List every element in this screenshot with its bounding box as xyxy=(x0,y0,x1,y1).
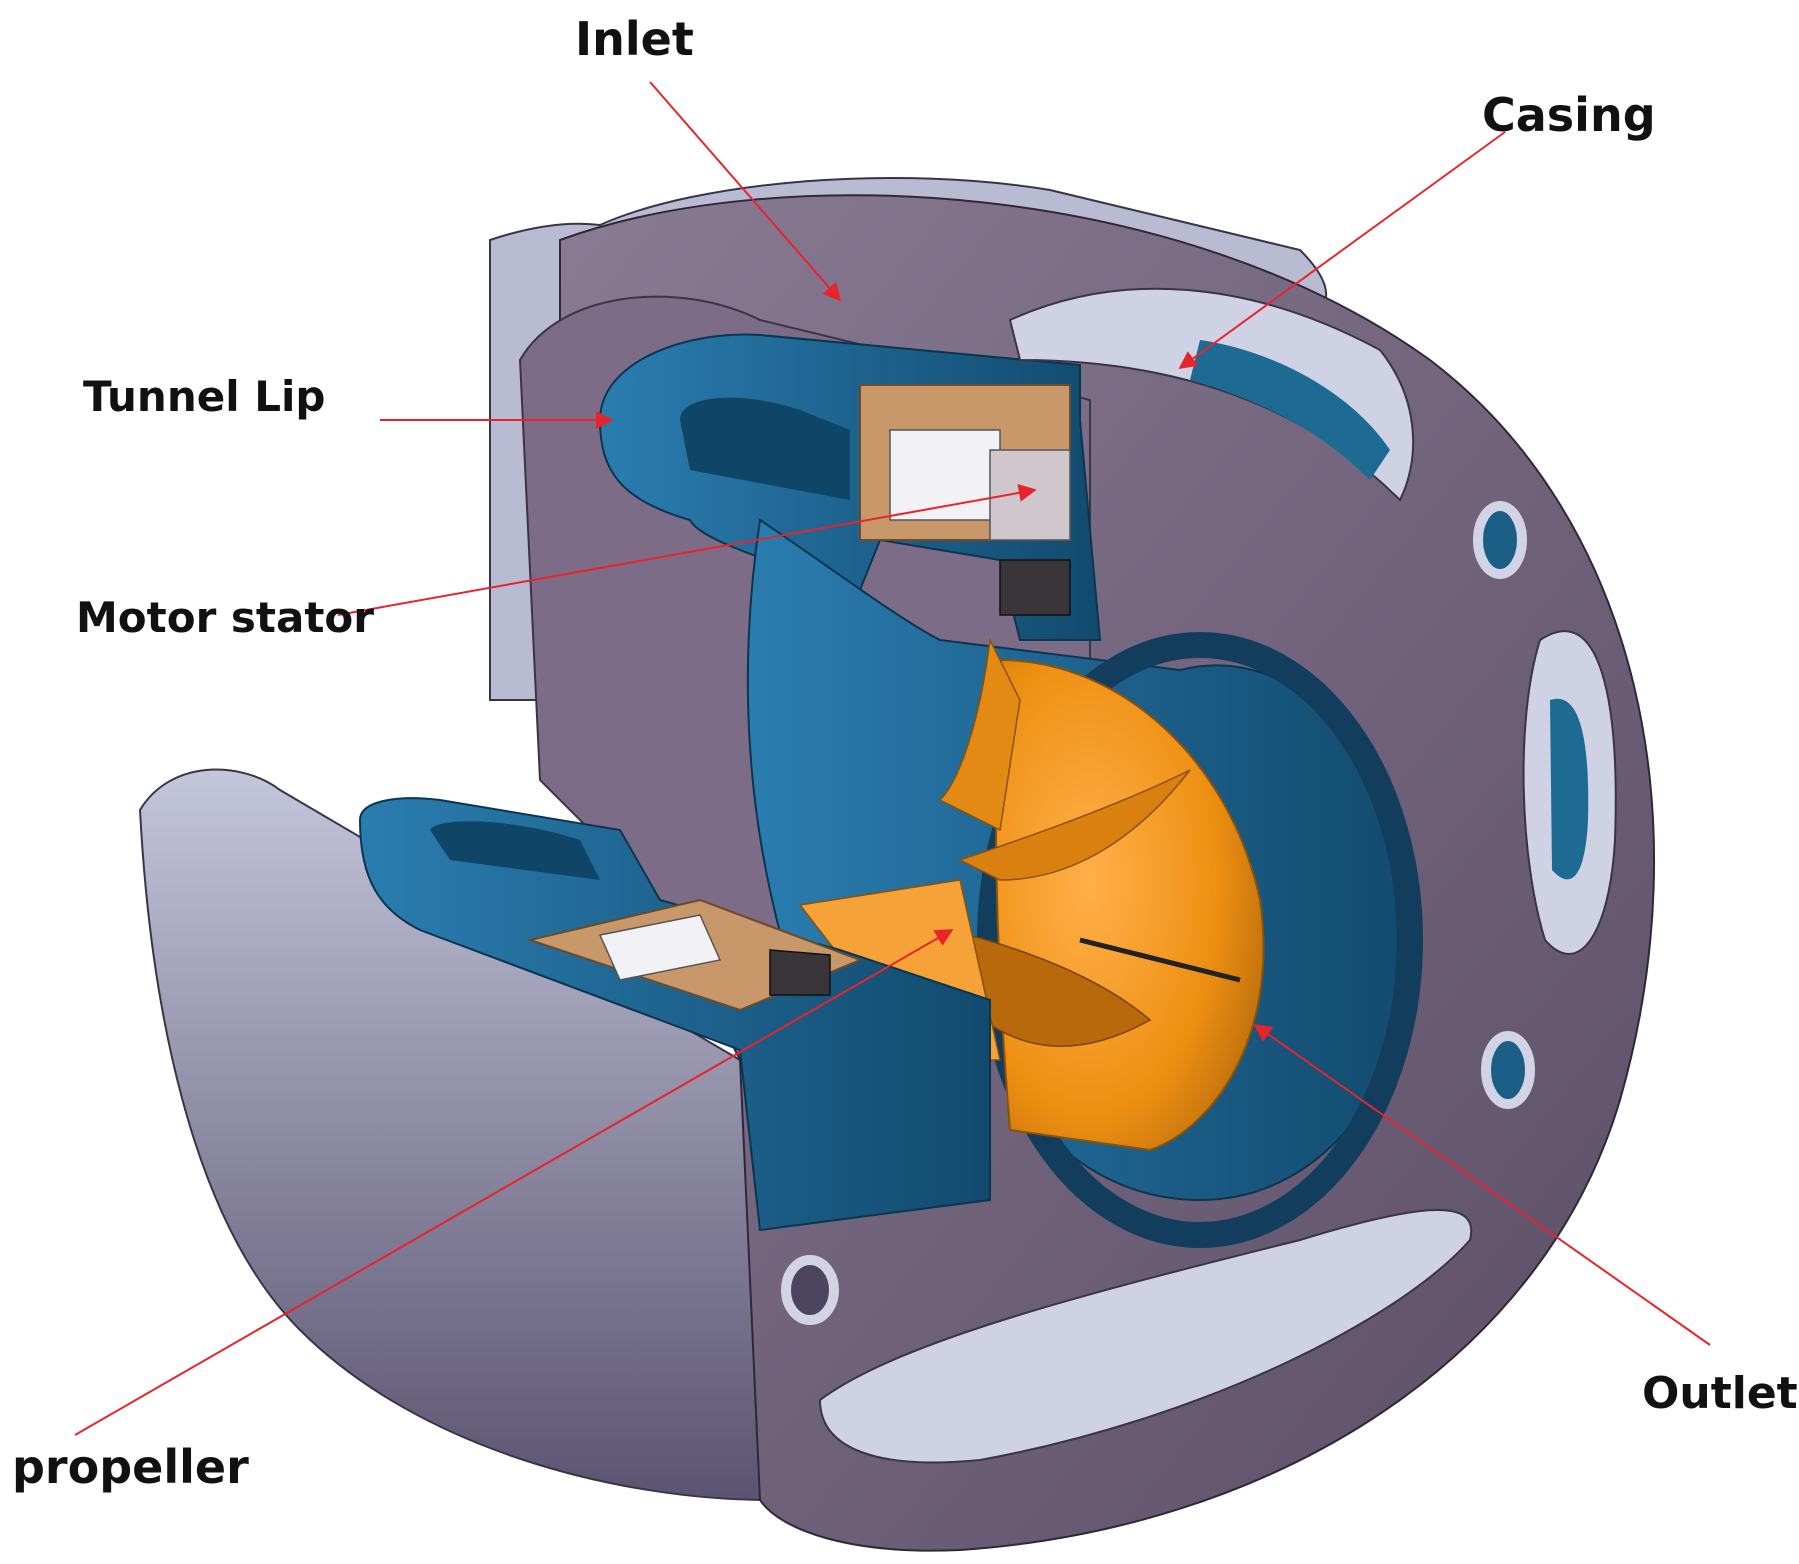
side-slot-bottom xyxy=(818,1209,1473,1464)
stator-winding-upper xyxy=(889,429,1001,521)
bolt-hole-1 xyxy=(1473,501,1527,579)
leader-outlet xyxy=(1253,1023,1711,1346)
magnet-lower xyxy=(769,949,831,996)
leader-casing xyxy=(1178,131,1506,370)
label-propeller: propeller xyxy=(12,1440,249,1494)
tunnel-lip-lower-slot xyxy=(430,821,600,880)
propeller-shaft xyxy=(1079,937,1241,983)
bolt-hole-2 xyxy=(1481,1031,1535,1109)
tunnel-lip-lower xyxy=(358,797,991,1232)
outlet-ring xyxy=(977,632,1423,1248)
leader-inlet xyxy=(649,81,842,302)
label-casing: Casing xyxy=(1482,88,1656,142)
leader-motor-stator xyxy=(337,484,1037,616)
magnet-upper xyxy=(999,559,1071,616)
label-outlet: Outlet xyxy=(1642,1368,1798,1419)
casing-shell-lower xyxy=(138,768,772,1502)
propeller-blade-2 xyxy=(958,769,1191,881)
bolt-hole-3 xyxy=(781,1255,839,1325)
label-inlet: Inlet xyxy=(575,12,694,66)
tunnel-lip-slot xyxy=(680,397,850,500)
label-motor-stator: Motor stator xyxy=(76,593,374,642)
side-slot-right-inner xyxy=(1550,698,1589,880)
stator-winding-lower xyxy=(598,914,722,981)
side-slot-top-inner xyxy=(1190,340,1390,480)
side-slot-top xyxy=(1008,287,1415,502)
leader-propeller xyxy=(74,929,954,1436)
label-tunnel-lip: Tunnel Lip xyxy=(83,372,326,421)
propeller-blade-1 xyxy=(938,637,1021,832)
